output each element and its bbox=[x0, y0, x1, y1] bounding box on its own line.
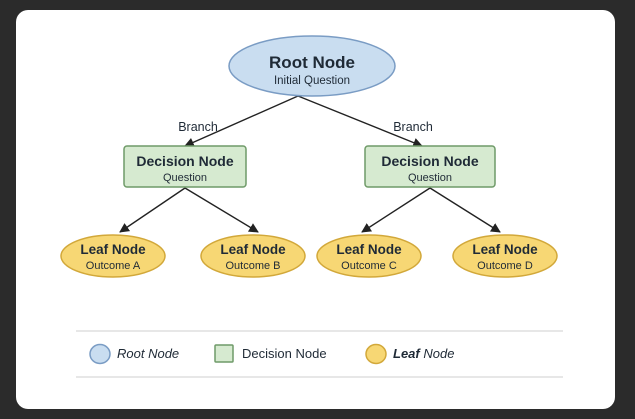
decision-node-left-title: Decision Node bbox=[136, 153, 233, 169]
decision-node-right: Decision Node Question bbox=[364, 145, 496, 188]
legend-leaf-label: Leaf Node bbox=[393, 346, 454, 361]
decision-node-right-subtitle: Question bbox=[408, 172, 452, 184]
leaf-node-b: Leaf Node Outcome B bbox=[200, 234, 306, 278]
decision-node-left: Decision Node Question bbox=[123, 145, 247, 188]
decision-node-right-title: Decision Node bbox=[381, 153, 478, 169]
legend-leaf-label-rest: Node bbox=[420, 346, 455, 361]
legend-leaf-label-strong: Leaf bbox=[393, 346, 421, 361]
legend-root-swatch bbox=[89, 343, 111, 365]
leaf-node-a: Leaf Node Outcome A bbox=[60, 234, 166, 278]
edge-decision-right-to-leaf-c bbox=[361, 187, 431, 233]
leaf-node-d-title: Leaf Node bbox=[472, 242, 538, 257]
leaf-node-c-subtitle: Outcome C bbox=[341, 260, 397, 272]
decision-node-left-subtitle: Question bbox=[163, 172, 207, 184]
tree-edges bbox=[119, 95, 501, 233]
leaf-node-b-shape bbox=[200, 234, 306, 278]
edge-decision-right-to-leaf-d bbox=[429, 187, 501, 233]
legend-leaf-swatch bbox=[365, 343, 387, 365]
decision-node-right-shape bbox=[364, 145, 496, 188]
legend-decision-label: Decision Node bbox=[242, 346, 327, 361]
root-node-subtitle: Initial Question bbox=[274, 75, 350, 87]
root-node: Root Node Initial Question bbox=[228, 35, 396, 97]
edge-decision-left-to-leaf-b bbox=[184, 187, 259, 233]
root-node-shape bbox=[228, 35, 396, 97]
decision-node-left-shape bbox=[123, 145, 247, 188]
edge-root-to-decision-left bbox=[184, 95, 299, 147]
leaf-node-a-title: Leaf Node bbox=[80, 242, 146, 257]
leaf-node-a-subtitle: Outcome A bbox=[86, 260, 141, 272]
edge-root-to-decision-right bbox=[297, 95, 423, 148]
edge-label-left: Branch bbox=[178, 120, 218, 134]
leaf-node-c-shape bbox=[316, 234, 422, 278]
edge-label-right: Branch bbox=[393, 120, 433, 134]
leaf-node-d-subtitle: Outcome D bbox=[477, 260, 533, 272]
leaf-node-c-title: Leaf Node bbox=[336, 242, 402, 257]
leaf-node-d: Leaf Node Outcome D bbox=[452, 234, 558, 278]
legend-root-label: Root Node bbox=[117, 346, 179, 361]
leaf-node-a-shape bbox=[60, 234, 166, 278]
edge-decision-left-to-leaf-a bbox=[119, 187, 186, 233]
leaf-node-d-shape bbox=[452, 234, 558, 278]
leaf-node-c: Leaf Node Outcome C bbox=[316, 234, 422, 278]
legend: Root Node Decision Node Leaf Node bbox=[76, 330, 563, 378]
root-node-title: Root Node bbox=[269, 53, 355, 72]
legend-decision-swatch bbox=[214, 344, 234, 363]
leaf-node-b-subtitle: Outcome B bbox=[225, 260, 280, 272]
leaf-node-b-title: Leaf Node bbox=[220, 242, 286, 257]
